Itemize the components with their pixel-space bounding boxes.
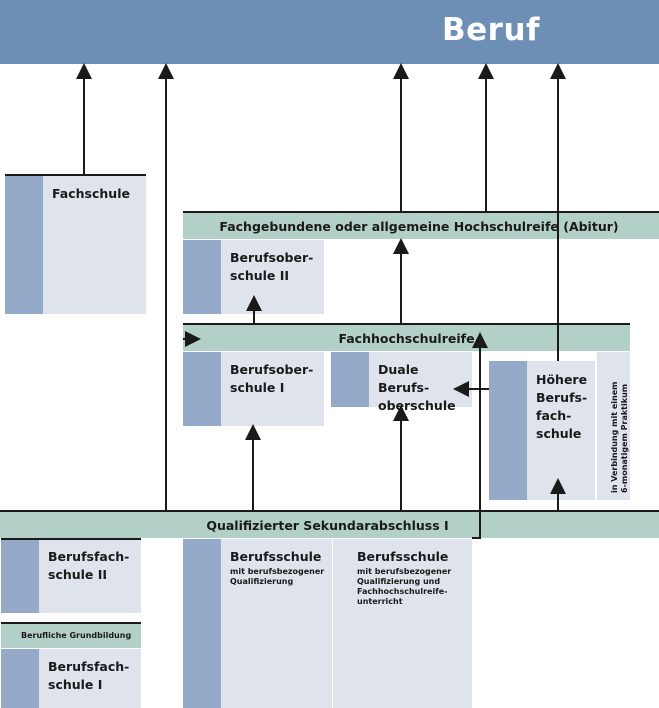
bar-fachhochschulreife-label: Fachhochschulreife — [338, 331, 475, 346]
fachschule-label: Fachschule — [52, 186, 130, 201]
box-duale-berufsoberschule: Duale Berufs- oberschule — [331, 352, 472, 413]
box-berufsschule-a: Berufsschule mit berufsbezogener Qualifi… — [183, 539, 332, 708]
bar-sekundarabschluss: Qualifizierter Sekundarabschluss I — [0, 510, 659, 538]
box-hoehere-berufsfachschule: Höhere Berufs- fach- schule — [489, 361, 595, 500]
beruf-header: Beruf — [0, 0, 659, 64]
box-berufsfachschule-1: Berufsfach- schule I — [1, 649, 141, 708]
box-berufsschule-b: Berufsschule mit berufsbezogener Qualifi… — [333, 539, 472, 708]
fachschule-topline — [5, 174, 146, 176]
box-berufsfachschule-2: Berufsfach- schule II — [1, 539, 141, 613]
bar-grundbildung: Berufliche Grundbildung — [1, 622, 141, 648]
berufsschule-b-label: Berufsschule — [357, 549, 449, 564]
bar-grundbildung-label: Berufliche Grundbildung — [21, 631, 132, 640]
bos2-label: Berufsober- schule II — [230, 250, 314, 283]
berufsschule-a-label: Berufsschule — [230, 549, 322, 564]
berufsschule-a-sub: mit berufsbezogener Qualifizierung — [230, 567, 325, 586]
bar-sekundarabschluss-label: Qualifizierter Sekundarabschluss I — [206, 518, 449, 533]
arrow-bsb-fhr — [472, 332, 488, 539]
bar-hochschulreife-label: Fachgebundene oder allgemeine Hochschulr… — [219, 219, 619, 234]
box-berufsoberschule-2: Berufsober- schule II — [183, 240, 324, 314]
hoehere-bfs-label: Höhere Berufs- fach- schule — [536, 372, 588, 441]
bar-fachhochschulreife: Fachhochschulreife — [183, 323, 630, 351]
box-praktikum-note — [597, 352, 630, 500]
bos1-label: Berufsober- schule I — [230, 362, 314, 395]
box-fachschule: Fachschule — [5, 175, 146, 314]
bfs2-topline — [1, 538, 141, 540]
berufsschule-b-sub: mit berufsbezogener Qualifizierung und F… — [357, 567, 452, 606]
box-berufsoberschule-1: Berufsober- schule I — [183, 352, 324, 426]
header-title: Beruf — [442, 12, 540, 48]
bfs1-label: Berufsfach- schule I — [48, 659, 130, 692]
bfs2-label: Berufsfach- schule II — [48, 549, 130, 582]
bar-hochschulreife: Fachgebundene oder allgemeine Hochschulr… — [183, 211, 659, 239]
